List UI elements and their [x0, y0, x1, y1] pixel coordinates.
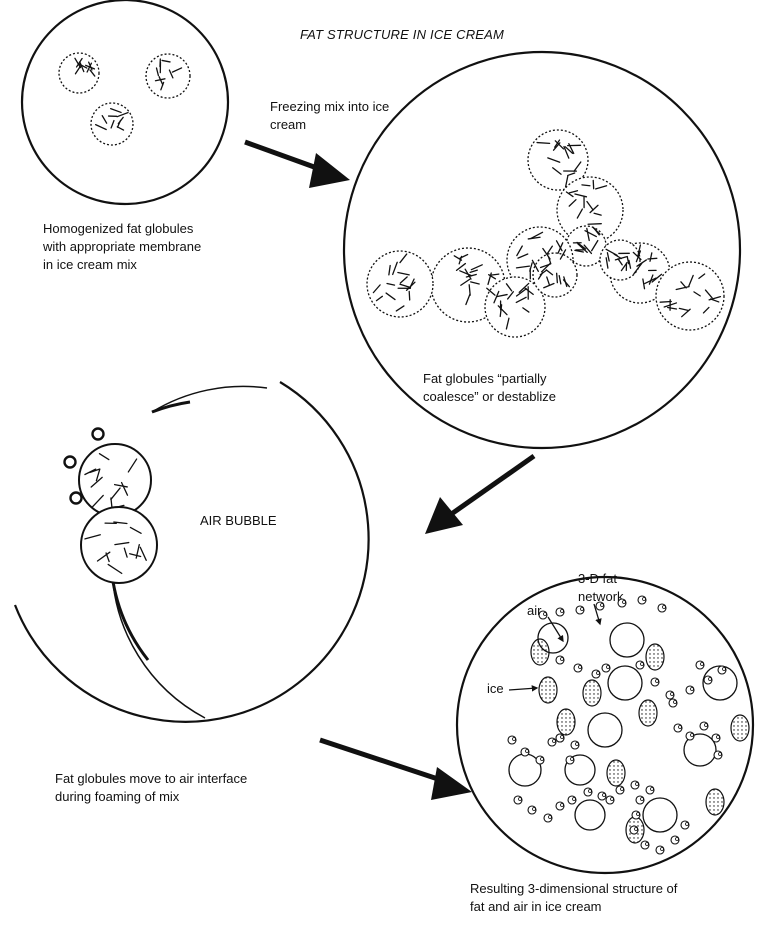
panel-homogenized — [22, 0, 228, 204]
ice-crystal — [583, 680, 601, 706]
panel-air-bubble-circle — [15, 382, 369, 722]
coalesced-globule — [656, 262, 724, 330]
protein-particle — [93, 429, 104, 440]
ice-crystal — [557, 709, 575, 735]
air-cell — [610, 623, 644, 657]
adsorbed-fat-globule — [79, 444, 151, 516]
panel-homogenized-circle — [22, 0, 228, 204]
ice-crystal — [706, 789, 724, 815]
ice-crystal — [539, 677, 557, 703]
protein-particle — [65, 457, 76, 468]
arrow-destabilize — [425, 456, 534, 534]
ice-crystal — [731, 715, 749, 741]
panel-network — [457, 577, 753, 873]
air-bubble-membrane-top — [152, 386, 267, 412]
process-arrows — [245, 142, 534, 800]
air-cell — [588, 713, 622, 747]
panel-coalesced — [344, 52, 740, 448]
protein-particle — [71, 493, 82, 504]
air-bubble-membrane-top-thick — [152, 402, 190, 412]
fat-globule — [59, 53, 99, 93]
air-cell — [643, 798, 677, 832]
ice-crystal — [607, 760, 625, 786]
arrow-freezing — [245, 142, 350, 188]
air-cell — [608, 666, 642, 700]
ice-crystal — [531, 639, 549, 665]
coalesced-globule — [533, 253, 577, 297]
air-bubble-membrane-bottom-thick — [112, 575, 148, 660]
fat-globule — [91, 103, 133, 145]
panel-air-bubble — [15, 382, 369, 722]
arrow-to-network — [320, 740, 472, 800]
fat-globule — [146, 54, 190, 98]
ice-pointer-arrow — [509, 688, 537, 690]
air-bubble-membrane-bottom — [112, 568, 205, 718]
adsorbed-fat-globule — [81, 507, 157, 583]
ice-crystal — [646, 644, 664, 670]
ice-crystal — [639, 700, 657, 726]
air-cell — [575, 800, 605, 830]
